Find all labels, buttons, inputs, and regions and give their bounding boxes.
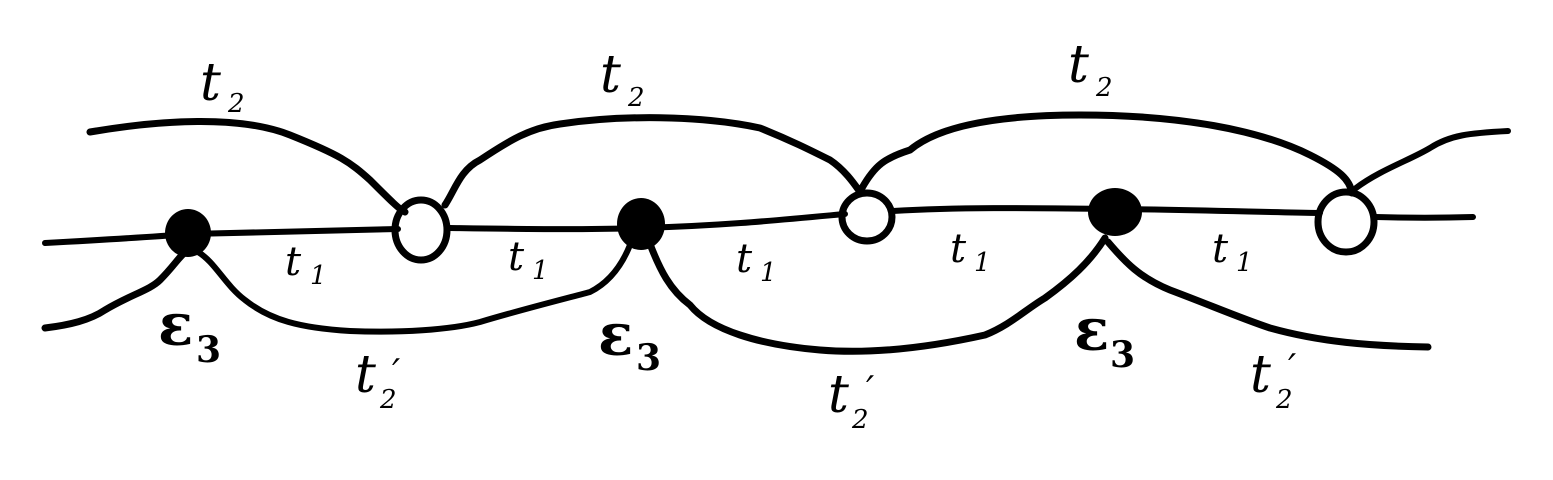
label-t2-top-2-sub: 2 xyxy=(627,83,645,113)
label-t1-4-sub: 1 xyxy=(974,248,991,278)
filled-node-1 xyxy=(165,209,211,257)
strand-t1 xyxy=(42,205,1476,246)
label-t1-3: t xyxy=(736,236,753,282)
label-t2prime-3-sub: 2 xyxy=(1275,385,1293,415)
label-eps3-2: ε xyxy=(598,301,633,369)
label-eps3-3: ε xyxy=(1074,296,1109,364)
strand-t2prime-2 xyxy=(646,234,1109,355)
strand-t2prime-1 xyxy=(195,242,633,335)
strand-t2-upper-3 xyxy=(858,111,1356,197)
strand-t2-upper-1 xyxy=(86,118,409,216)
open-node-2 xyxy=(838,189,896,245)
open-node-1 xyxy=(391,196,451,264)
label-t1-1-sub: 1 xyxy=(310,261,327,291)
filled-node-3 xyxy=(1088,188,1142,236)
label-t2prime-2: t xyxy=(828,365,849,425)
label-eps3-1: ε xyxy=(158,291,193,359)
label-t2prime-1-prime: ′ xyxy=(392,353,400,394)
label-t1-5: t xyxy=(1212,226,1229,272)
label-t2prime-2-prime: ′ xyxy=(866,370,874,411)
label-t2prime-1: t xyxy=(355,345,376,405)
strand-lower-left xyxy=(41,246,192,332)
label-t1-4: t xyxy=(950,226,967,272)
label-t2-top-1-sub: 2 xyxy=(227,89,245,119)
filled-node-2 xyxy=(617,198,665,250)
label-t1-5-sub: 1 xyxy=(1236,248,1253,278)
label-t2prime-3: t xyxy=(1250,345,1271,405)
strand-t2prime-3 xyxy=(1104,238,1432,351)
label-t2-top-2: t xyxy=(600,45,621,105)
open-node-3 xyxy=(1314,188,1378,256)
strand-t2-upper-2 xyxy=(441,114,864,209)
label-t2-top-3-sub: 2 xyxy=(1095,73,1113,103)
label-eps3-3-sub: 3 xyxy=(1110,334,1135,376)
strand-t2-upper-4 xyxy=(1353,128,1511,191)
label-t1-3-sub: 1 xyxy=(760,258,777,288)
label-t2prime-3-prime: ′ xyxy=(1288,348,1296,389)
label-eps3-2-sub: 3 xyxy=(636,337,661,379)
label-eps3-1-sub: 3 xyxy=(196,329,221,371)
label-t2-top-3: t xyxy=(1068,35,1089,95)
label-t2prime-1-sub: 2 xyxy=(379,385,397,415)
label-t1-1: t xyxy=(285,239,302,285)
label-t2-top-1: t xyxy=(200,53,221,113)
label-t2prime-2-sub: 2 xyxy=(851,405,869,435)
label-t1-2-sub: 1 xyxy=(532,256,549,286)
label-t1-2: t xyxy=(508,234,525,280)
